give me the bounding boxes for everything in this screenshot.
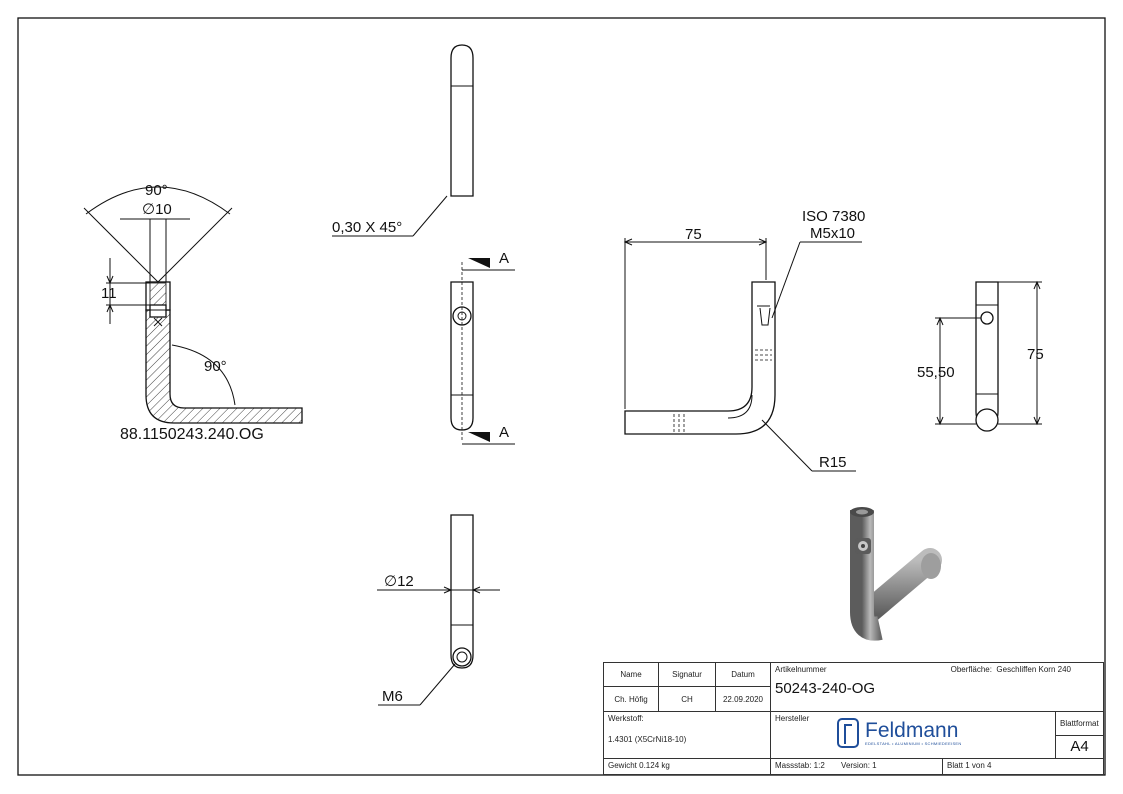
side-view-section-a: A A bbox=[450, 250, 515, 445]
name-header: Name bbox=[603, 662, 659, 687]
article-cell: Artikelnummer Oberfläche: Geschliffen Ko… bbox=[770, 662, 1104, 712]
screw-standard-label: ISO 7380 bbox=[802, 208, 865, 225]
surface-label: Oberfläche: bbox=[950, 665, 992, 674]
part-reference-label: 88.1150243.240.OG bbox=[120, 426, 264, 443]
angle-bend-label: 90° bbox=[204, 358, 227, 375]
format-value-cell: A4 bbox=[1055, 735, 1104, 759]
thread-pin-label: M6 bbox=[382, 688, 403, 705]
title-block: Name Signatur Datum Ch. Höfig CH 22.09.2… bbox=[603, 662, 1104, 775]
manufacturer-cell: Hersteller Feldmann EDELSTAHL • ALUMINIU… bbox=[770, 711, 1056, 759]
bottom-view: ∅12 M6 bbox=[377, 514, 500, 706]
material-value: 1.4301 (X5CrNi18-10) bbox=[608, 735, 687, 744]
signature-header: Signatur bbox=[658, 662, 716, 687]
manufacturer-label: Hersteller bbox=[775, 714, 810, 723]
logo-tagline: EDELSTAHL • ALUMINIUM • SCHMIEDEEISEN bbox=[865, 740, 962, 746]
date-header: Datum bbox=[715, 662, 771, 687]
logo-name: Feldmann bbox=[865, 718, 959, 742]
format-label-cell: Blattformat bbox=[1055, 711, 1104, 736]
material-cell: Werkstoff: 1.4301 (X5CrNi18-10) bbox=[603, 711, 771, 759]
date-value: 22.09.2020 bbox=[715, 686, 771, 712]
signature-value: CH bbox=[658, 686, 716, 712]
section-mark-top: A bbox=[499, 250, 509, 267]
article-label: Artikelnummer bbox=[775, 665, 827, 674]
front-view: 75 ISO 7380 M5x10 R15 bbox=[623, 208, 865, 472]
right-view: 55,50 75 bbox=[917, 280, 1044, 432]
bend-radius-label: R15 bbox=[819, 454, 847, 471]
name-header-text: Name bbox=[620, 670, 642, 679]
logo-mark-icon bbox=[837, 718, 859, 748]
weight-text: Gewicht 0.124 kg bbox=[608, 761, 670, 770]
chamfer-label: 0,30 X 45° bbox=[332, 219, 402, 236]
top-view: 0,30 X 45° bbox=[332, 44, 474, 237]
scale-text: Massstab: 1:2 bbox=[775, 761, 825, 770]
hole-height-label: 55,50 bbox=[917, 364, 955, 381]
format-label: Blattformat bbox=[1060, 719, 1099, 728]
iso-render bbox=[850, 507, 942, 641]
signature-header-text: Signatur bbox=[672, 670, 702, 679]
format-value: A4 bbox=[1070, 738, 1089, 755]
surface-value: Geschliffen Korn 240 bbox=[996, 665, 1071, 674]
thread-depth-label: 11 bbox=[101, 285, 117, 302]
name-value-text: Ch. Höfig bbox=[614, 694, 648, 704]
date-value-text: 22.09.2020 bbox=[722, 694, 764, 704]
angle-top-label: 90° bbox=[145, 182, 168, 199]
version-text: Version: 1 bbox=[841, 761, 877, 770]
date-header-text: Datum bbox=[731, 670, 755, 679]
pin-diameter-label: ∅12 bbox=[384, 573, 414, 590]
sheet-text: Blatt 1 von 4 bbox=[942, 759, 991, 774]
scale-cell: Massstab: 1:2 Version: 1 Blatt 1 von 4 bbox=[770, 758, 1104, 775]
feldmann-logo: Feldmann EDELSTAHL • ALUMINIUM • SCHMIED… bbox=[837, 718, 962, 748]
signature-value-text: CH bbox=[681, 694, 693, 704]
screw-size-label: M5x10 bbox=[810, 225, 855, 242]
section-hatch bbox=[145, 309, 303, 424]
length-label: 75 bbox=[685, 226, 702, 243]
height-label: 75 bbox=[1027, 346, 1044, 363]
material-label: Werkstoff: bbox=[608, 714, 644, 723]
drawing-frame bbox=[17, 17, 1106, 776]
weight-cell: Gewicht 0.124 kg bbox=[603, 758, 771, 775]
name-value: Ch. Höfig bbox=[603, 686, 659, 712]
article-number: 50243-240-OG bbox=[775, 680, 876, 697]
section-mark-bottom: A bbox=[499, 424, 509, 441]
section-view: 90° ∅10 11 90° 88.1150243.240.OG bbox=[83, 182, 303, 443]
hole-diameter-label: ∅10 bbox=[142, 201, 172, 218]
